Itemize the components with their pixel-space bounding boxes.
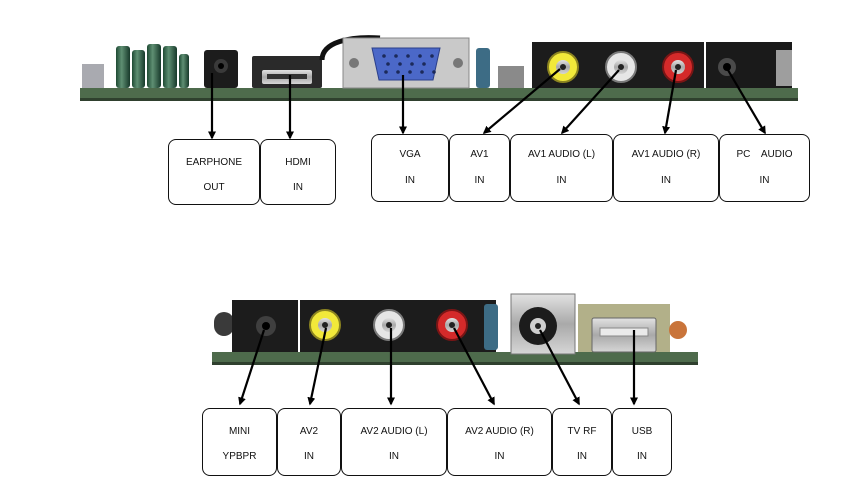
small-cap	[476, 48, 490, 88]
label-line2: IN	[293, 182, 303, 193]
top-board-photo	[80, 35, 798, 101]
av1-audio-r-jack	[662, 51, 694, 83]
label-line1: MINI	[228, 426, 251, 437]
label-line2: IN	[405, 175, 415, 186]
capacitors	[116, 44, 189, 88]
av2-audio-l-jack	[373, 309, 405, 341]
arrow-av2	[307, 327, 328, 406]
tv-rf-jack	[510, 293, 576, 355]
label-line1: EARPHONE	[185, 157, 243, 168]
vga-port	[342, 37, 470, 89]
label-line2: IN	[637, 451, 647, 462]
arrow-tv-rf	[539, 329, 580, 406]
label-av1-audio-r-in: AV1 AUDIO (R) IN	[613, 134, 719, 202]
av2-video-jack	[309, 309, 341, 341]
mini-ypbpr-jack	[214, 300, 298, 352]
label-av1-audio-l-in: AV1 AUDIO (L) IN	[510, 134, 613, 202]
label-line2: IN	[474, 175, 485, 186]
label-line2: IN	[389, 451, 399, 462]
arrow-av2-audio-r	[453, 327, 495, 406]
hdmi-port	[252, 56, 322, 88]
label-line2: IN	[556, 175, 567, 186]
av2-audio-r-jack	[436, 309, 468, 341]
label-line1: AV2 AUDIO (R)	[465, 426, 534, 437]
label-hdmi-in: HDMI IN	[260, 139, 336, 205]
label-line1: USB	[631, 426, 653, 437]
bottom-pcb-edge	[212, 362, 698, 365]
label-line1: AV1 AUDIO (R)	[631, 149, 701, 160]
label-usb-in: USB IN	[612, 408, 672, 476]
label-line2: OUT	[203, 182, 225, 193]
label-av1-in: AV1 IN	[449, 134, 510, 202]
av1-video-jack	[547, 51, 579, 83]
label-vga-in: VGA IN	[371, 134, 449, 202]
label-line1: TV RF	[567, 426, 597, 437]
label-line1: VGA	[399, 149, 421, 160]
small-component	[498, 66, 524, 88]
label-line2: IN	[304, 451, 314, 462]
label-line2: IN	[577, 451, 587, 462]
label-line1: AV2 AUDIO (L)	[360, 426, 428, 437]
label-line1: AV2	[299, 426, 319, 437]
top-pcb-edge	[80, 98, 798, 101]
label-pc-audio-in: PC AUDIO IN	[719, 134, 810, 202]
arrow-av1-audio-l	[560, 69, 620, 135]
top-arrows	[208, 68, 766, 140]
label-mini-ypbpr: MINI YPBPR	[202, 408, 277, 476]
label-line2: IN	[661, 175, 671, 186]
label-tv-rf-in: TV RF IN	[552, 408, 612, 476]
bottom-arrows	[238, 327, 638, 406]
label-line1: AV1	[470, 149, 489, 160]
bottom-pcb	[212, 352, 698, 364]
top-pcb	[80, 88, 798, 100]
usb-port	[578, 304, 687, 353]
arrow-av1	[482, 68, 561, 134]
label-line1: PC AUDIO	[736, 149, 793, 160]
label-earphone-out: EARPHONE OUT	[168, 139, 260, 205]
label-line2: IN	[759, 175, 770, 186]
av1-audio-l-jack	[605, 51, 637, 83]
label-av2-in: AV2 IN	[277, 408, 341, 476]
arrow-av1-audio-r	[662, 69, 678, 135]
arrow-pc-audio	[727, 69, 766, 135]
top-left-header	[82, 64, 104, 88]
earphone-jack	[204, 50, 238, 88]
label-line1: AV1 AUDIO (L)	[527, 149, 596, 160]
label-line2: IN	[494, 451, 505, 462]
pc-audio-jack	[706, 42, 792, 88]
arrow-mini-ypbpr	[238, 329, 266, 406]
label-line2: YPBPR	[222, 451, 257, 462]
label-av2-audio-r-in: AV2 AUDIO (R) IN	[447, 408, 552, 476]
label-av2-audio-l-in: AV2 AUDIO (L) IN	[341, 408, 447, 476]
bottom-board-photo	[212, 293, 698, 365]
label-line1: HDMI	[285, 157, 311, 168]
small-cap-2	[484, 304, 498, 350]
